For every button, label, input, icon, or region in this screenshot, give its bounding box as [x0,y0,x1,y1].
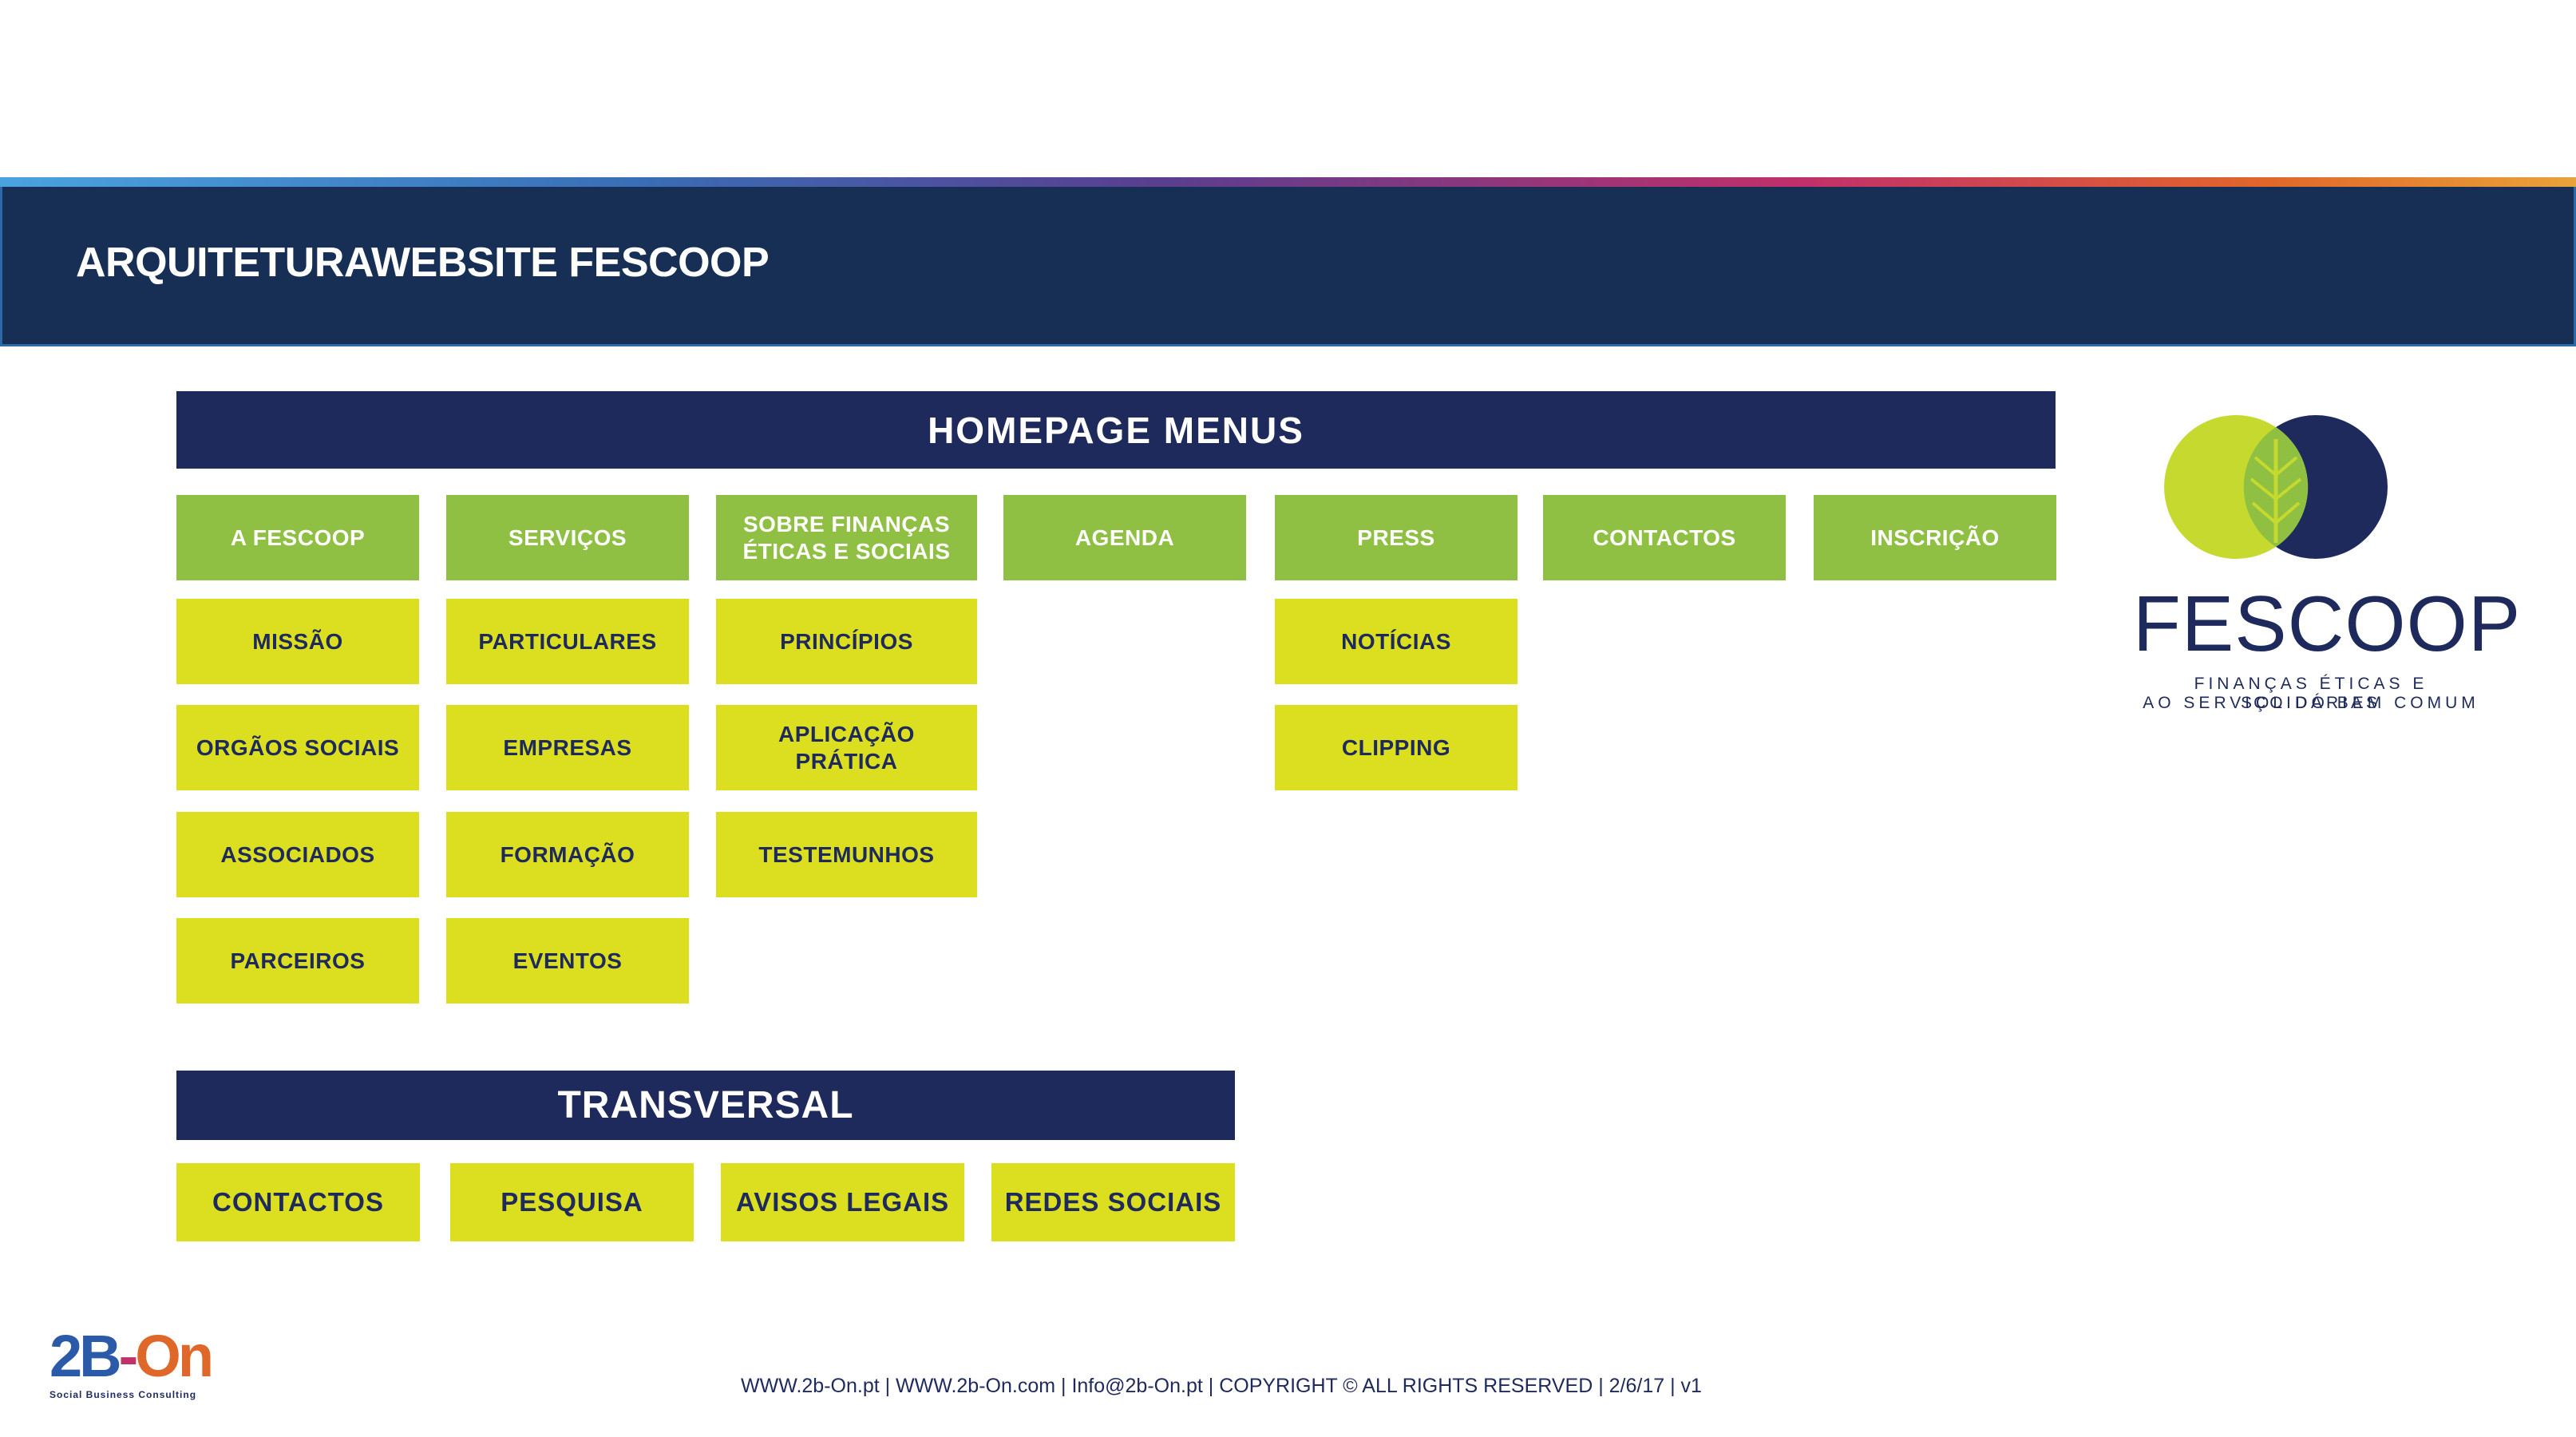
submenu-item-2-2[interactable]: TESTEMUNHOS [716,812,977,897]
header-banner: ARQUITETURAWEBSITE FESCOOP [0,187,2576,346]
logo-tagline-2: AO SERVIÇO DO BEM COMUM [2143,694,2479,712]
fescoop-logo-icon [2164,415,2388,559]
menu-header-5[interactable]: CONTACTOS [1543,495,1786,580]
submenu-item-1-1[interactable]: EMPRESAS [446,705,689,790]
submenu-item-4-0[interactable]: NOTÍCIAS [1275,599,1518,684]
gradient-accent-bar [0,177,2576,187]
submenu-item-0-0[interactable]: MISSÃO [176,599,419,684]
brand-subtitle: Social Business Consulting [49,1389,197,1400]
homepage-menus-bar: HOMEPAGE MENUS [176,391,2056,469]
transversal-item-3[interactable]: REDES SOCIAIS [991,1163,1235,1241]
submenu-item-2-1[interactable]: APLICAÇÃO PRÁTICA [716,705,977,790]
logo-wordmark: FESCOOP [2133,580,2522,667]
menu-header-0[interactable]: A FESCOOP [176,495,419,580]
brand-logo: 2B-On [49,1323,214,1389]
submenu-item-0-1[interactable]: ORGÃOS SOCIAIS [176,705,419,790]
menu-header-3[interactable]: AGENDA [1003,495,1246,580]
submenu-item-1-2[interactable]: FORMAÇÃO [446,812,689,897]
menu-header-6[interactable]: INSCRIÇÃO [1814,495,2056,580]
page-title: ARQUITETURAWEBSITE FESCOOP [76,240,770,286]
submenu-item-1-0[interactable]: PARTICULARES [446,599,689,684]
transversal-item-1[interactable]: PESQUISA [450,1163,694,1241]
transversal-item-2[interactable]: AVISOS LEGAIS [721,1163,964,1241]
logo-tagline-1: FINANÇAS ÉTICAS E SOLIDÁRIAS [2194,675,2428,712]
submenu-item-0-2[interactable]: ASSOCIADOS [176,812,419,897]
submenu-item-4-1[interactable]: CLIPPING [1275,705,1518,790]
menu-header-1[interactable]: SERVIÇOS [446,495,689,580]
submenu-item-0-3[interactable]: PARCEIROS [176,918,419,1004]
submenu-item-1-3[interactable]: EVENTOS [446,918,689,1004]
submenu-item-2-0[interactable]: PRINCÍPIOS [716,599,977,684]
menu-header-4[interactable]: PRESS [1275,495,1518,580]
menu-header-2[interactable]: SOBRE FINANÇAS ÉTICAS E SOCIAIS [716,495,977,580]
footer-text: WWW.2b-On.pt | WWW.2b-On.com | Info@2b-O… [741,1375,1702,1397]
transversal-item-0[interactable]: CONTACTOS [176,1163,420,1241]
transversal-bar: TRANSVERSAL [176,1071,1235,1140]
